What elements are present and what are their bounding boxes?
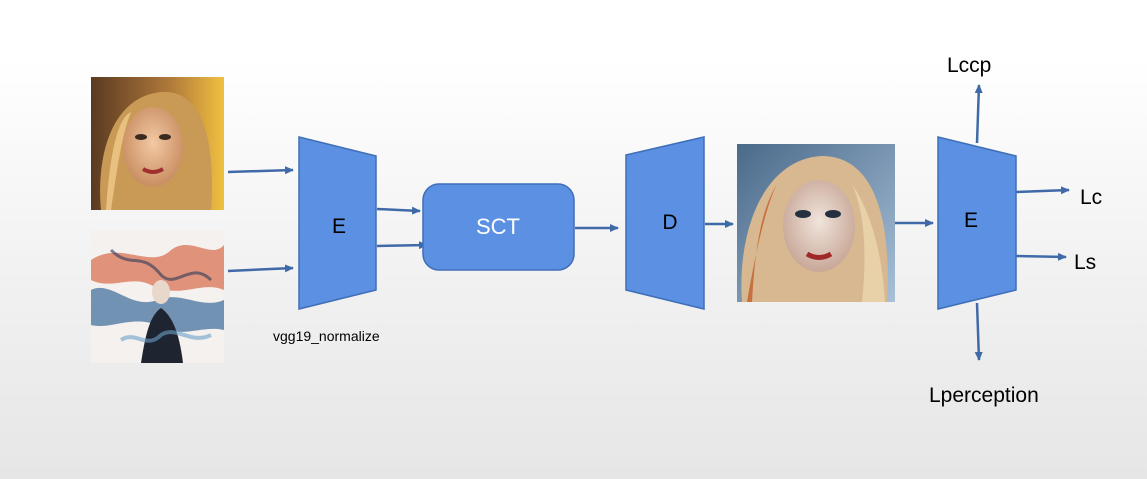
loss-c-label: Lc [1080,186,1102,209]
arrow-to-ls [1015,252,1067,261]
sct-block [422,183,575,271]
arrow-to-lc [1015,186,1070,195]
encoder-block-1 [298,136,377,310]
arrow-to-lccp [974,84,983,144]
output-image [737,144,895,302]
arrow-encoder-to-sct-1 [376,206,421,215]
arrow-style-to-encoder [227,264,294,273]
loss-ccp-label: Lccp [947,54,991,77]
vgg-label: vgg19_normalize [273,328,380,344]
arrow-encoder-to-sct-2 [376,241,428,250]
encoder-1-label: E [332,215,346,238]
style-image [91,230,224,363]
encoder-2-label: E [964,209,978,232]
loss-perception-label: Lperception [929,384,1039,407]
arrow-to-lperception [974,302,983,361]
decoder-block [625,136,705,310]
decoder-label: D [662,211,677,234]
content-image [91,77,224,210]
arrow-content-to-encoder [227,166,294,175]
loss-s-label: Ls [1074,251,1096,274]
encoder-block-2 [937,136,1017,310]
sct-label: SCT [476,214,520,239]
